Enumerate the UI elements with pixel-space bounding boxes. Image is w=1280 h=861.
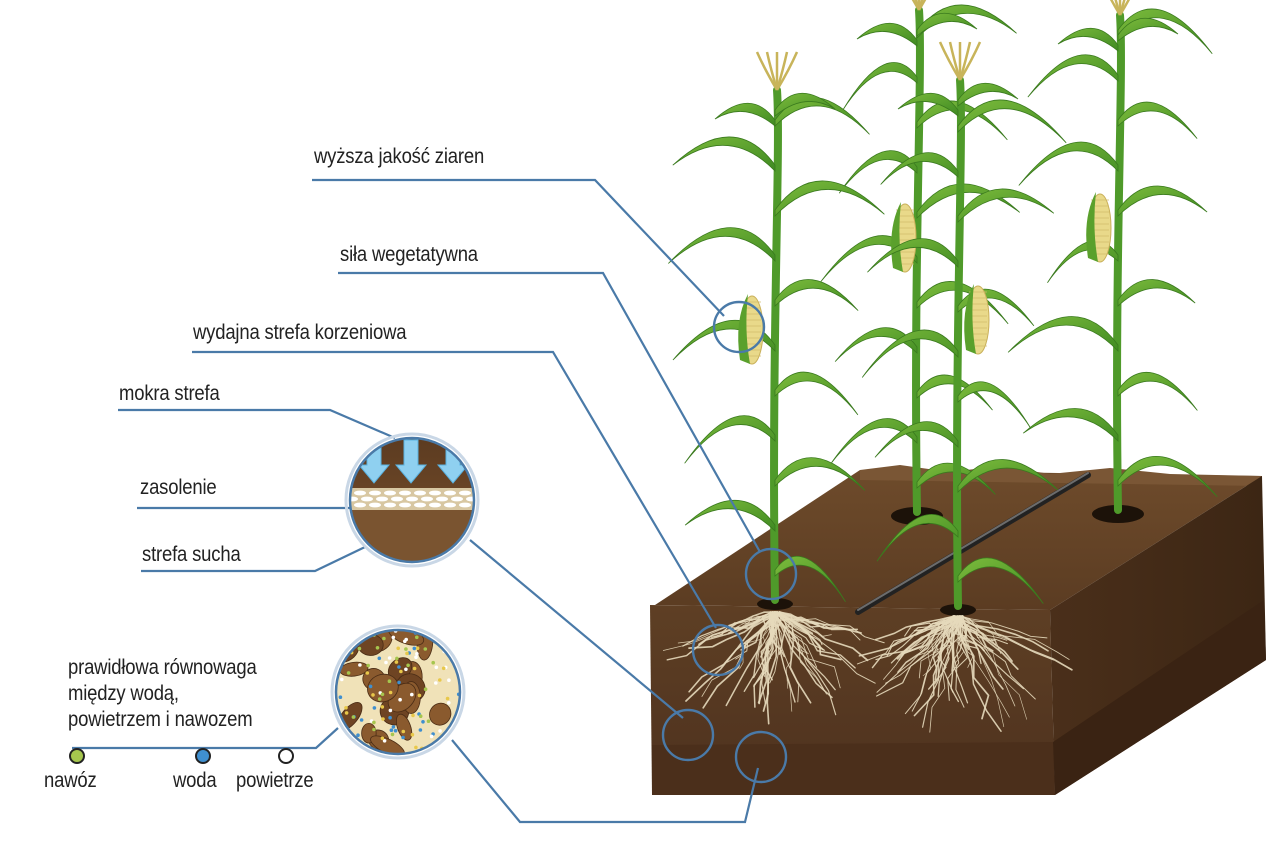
callout-circles xyxy=(661,300,798,784)
label-balance-line1: prawidłowa równowaga xyxy=(68,656,257,679)
corn-plant xyxy=(861,41,1067,610)
balance-inset xyxy=(330,624,466,760)
roots xyxy=(662,611,1073,733)
label-balance: prawidłowa równowaga między wodą, powiet… xyxy=(68,655,257,733)
label-balance-line2: między wodą, xyxy=(68,682,179,705)
corn-plant xyxy=(1007,0,1218,514)
wet-zone-inset xyxy=(344,432,480,568)
air-marker xyxy=(278,748,294,764)
label-root-zone: wydajna strefa korzeniowa xyxy=(193,321,407,344)
legend-water-label: woda xyxy=(173,769,217,792)
fertilizer-marker xyxy=(69,748,85,764)
legend-markers xyxy=(69,748,294,764)
legend-fertilizer-label: nawóz xyxy=(44,769,97,792)
corn-plants xyxy=(668,0,1218,610)
legend-air-label: powietrze xyxy=(236,769,314,792)
corn-plant xyxy=(668,51,885,604)
label-salinization: zasolenie xyxy=(140,476,217,499)
label-wet-zone: mokra strefa xyxy=(119,382,220,405)
water-marker xyxy=(195,748,211,764)
corn-plant xyxy=(820,0,1020,516)
water-arrows xyxy=(357,439,470,484)
label-balance-line3: powietrzem i nawozem xyxy=(68,708,253,731)
label-vegetative-vigor: siła wegetatywna xyxy=(340,243,478,266)
drip-line xyxy=(855,472,1091,615)
label-dry-zone: strefa sucha xyxy=(142,543,241,566)
callout-lines xyxy=(72,178,761,824)
label-grain-quality: wyższa jakość ziaren xyxy=(314,145,485,168)
soil-block xyxy=(650,465,1266,795)
